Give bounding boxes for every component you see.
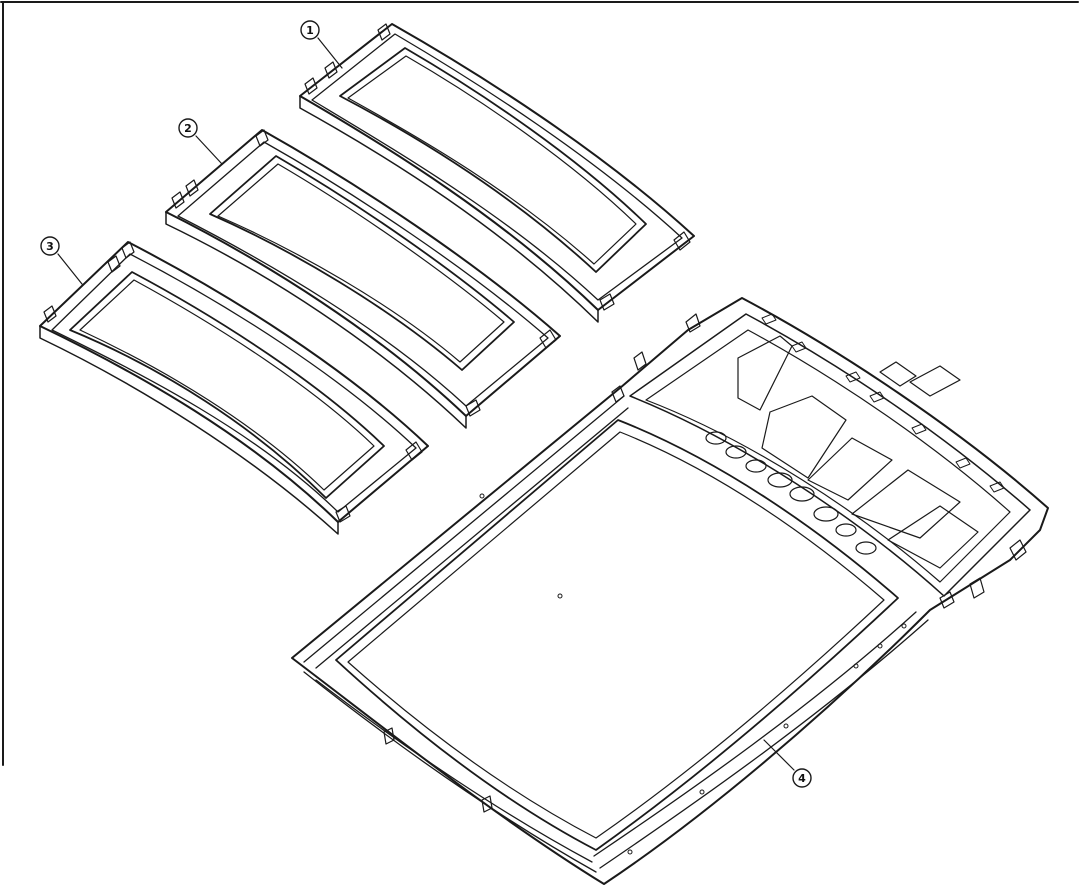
frame-4 [291,297,1049,885]
rail-holes [479,493,907,855]
callout-3: 3 [40,236,83,285]
panel-2 [165,129,561,429]
callout-2-label: 2 [184,122,192,135]
callout-4: 4 [763,739,812,788]
frame-holes [705,431,877,555]
panel-1 [299,23,695,323]
callout-3-label: 3 [46,240,54,253]
callout-1-label: 1 [306,24,314,37]
callout-1: 1 [300,20,343,69]
callout-2: 2 [178,118,223,165]
panel-3 [39,241,429,535]
callout-4-label: 4 [798,772,806,785]
